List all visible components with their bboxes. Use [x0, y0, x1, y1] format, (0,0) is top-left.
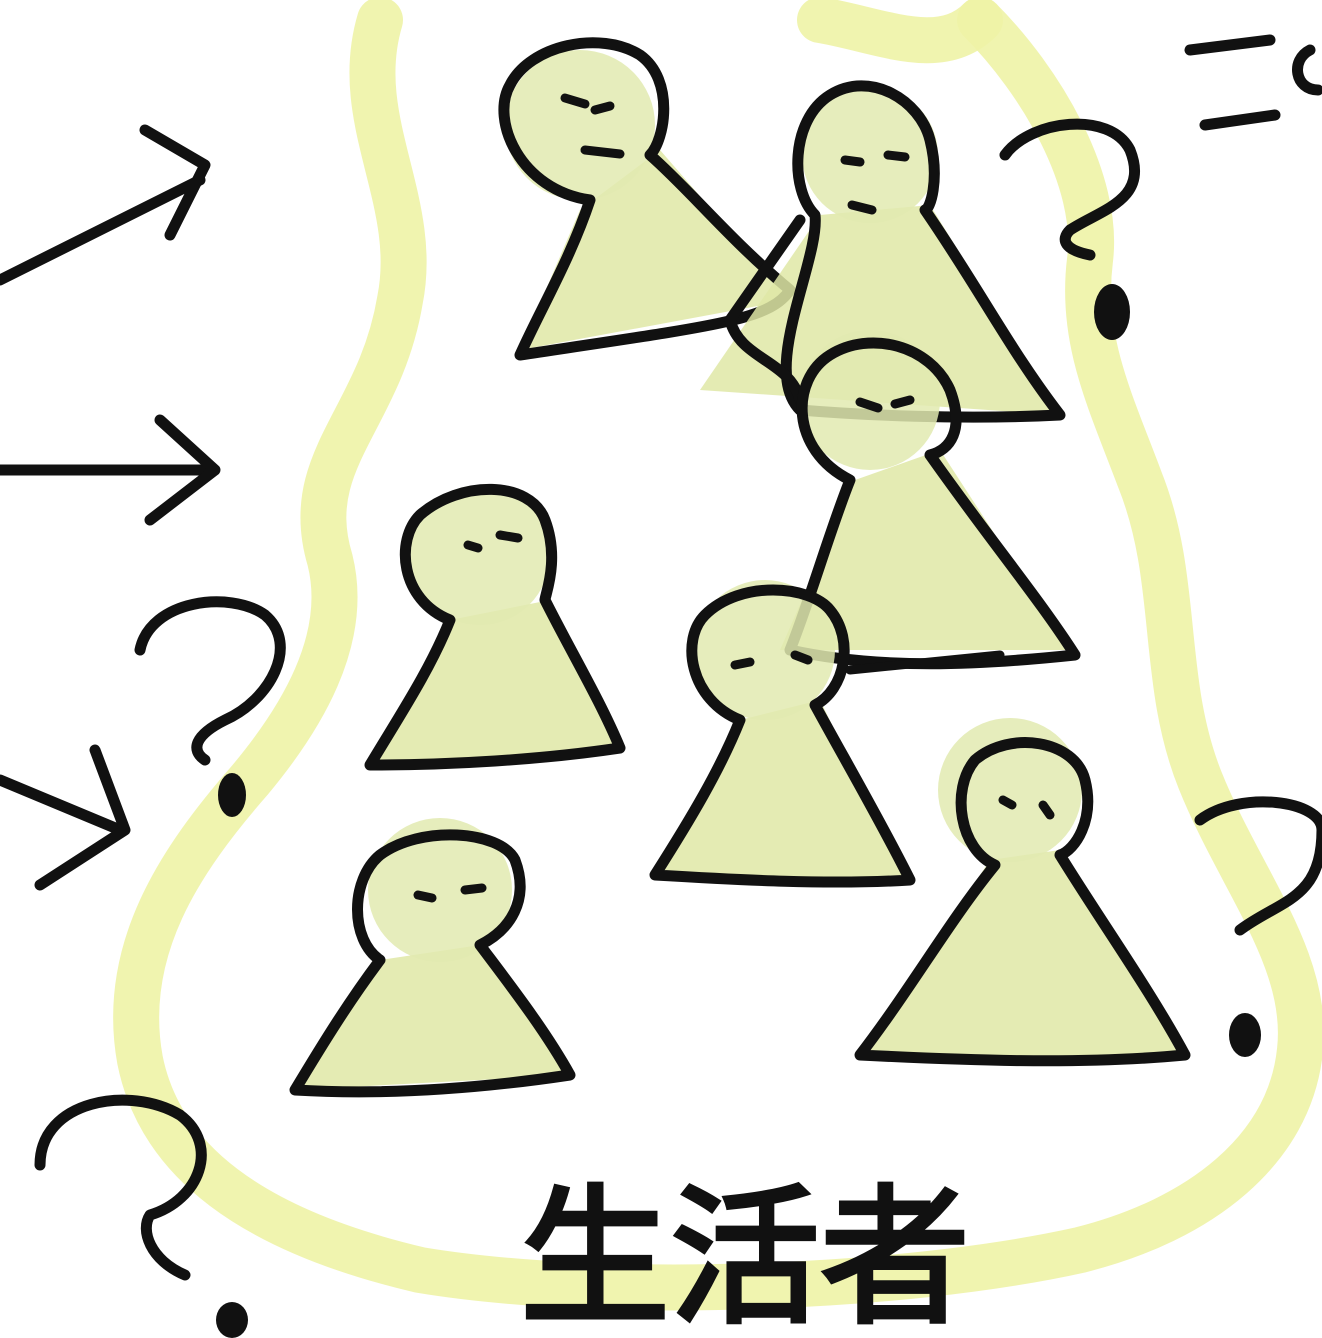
person-figure: [854, 718, 1191, 1067]
crowd-label: 生活者: [520, 1170, 970, 1338]
arrow-up-right-icon: [0, 124, 211, 286]
corner-text-group: [1184, 34, 1322, 131]
left-arrows: [0, 124, 221, 891]
question-mark-icon-top-right: [999, 118, 1141, 340]
crowd-figures: [289, 37, 1191, 1098]
arrow-down-right-icon: [0, 744, 131, 891]
person-figure: [700, 80, 1066, 423]
question-marks: [34, 118, 1322, 1338]
person-figure: [780, 330, 1081, 670]
arrow-right-icon: [0, 414, 221, 526]
person-figure: [498, 37, 796, 361]
question-mark-icon-bottom-left: [34, 1094, 248, 1338]
question-mark-icon-left: [134, 596, 286, 817]
person-figure: [649, 580, 1005, 888]
question-mark-icon-right: [1194, 796, 1322, 1057]
crowd-highlight-wash: [113, 0, 1322, 1311]
person-figure: [364, 483, 626, 771]
person-figure: [289, 818, 576, 1098]
